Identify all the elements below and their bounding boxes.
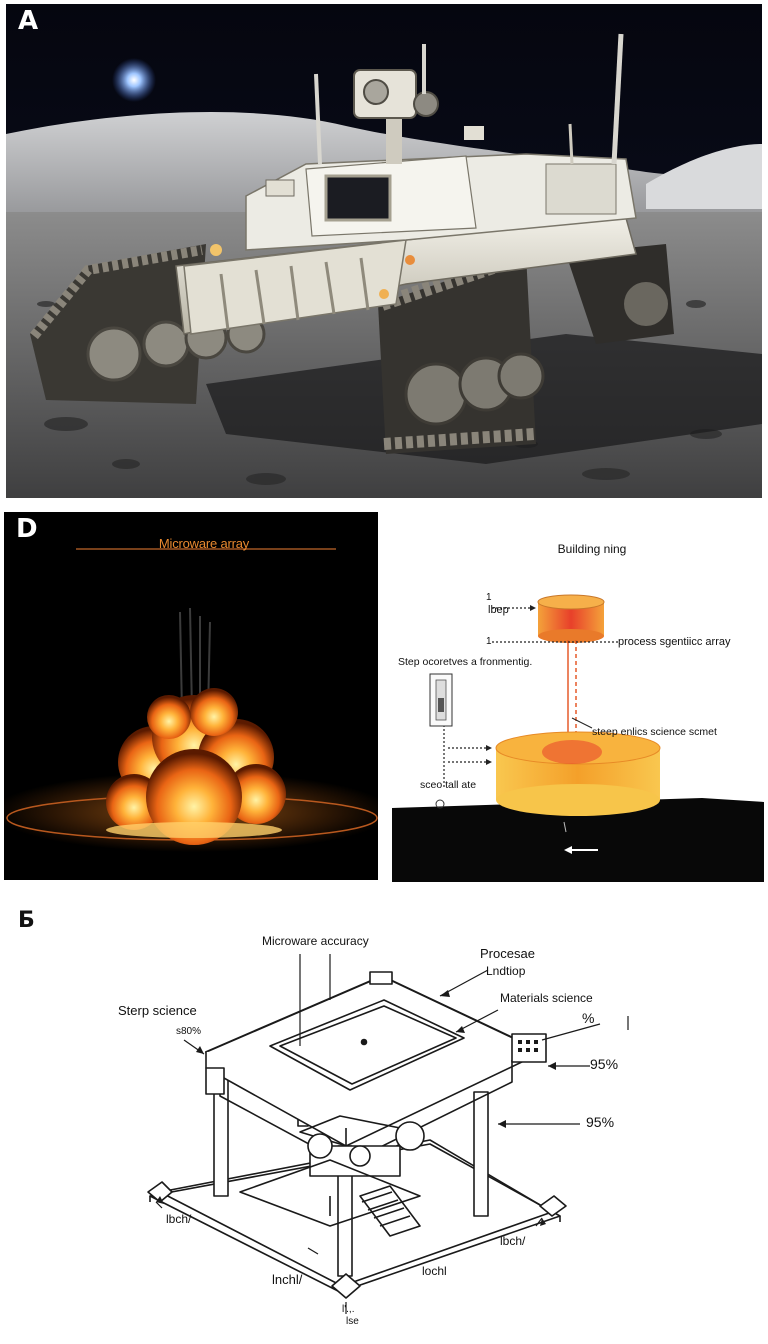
label-step: Step ocoretves a fronmentig.: [398, 656, 533, 668]
label-95-a: 95%: [590, 1056, 619, 1072]
label-pct-small: %: [582, 1010, 595, 1026]
label-foot-line1: l'.,.: [342, 1304, 355, 1315]
panel-d-building-diagram: Building ning: [392, 512, 764, 882]
label-s80: s80%: [176, 1026, 202, 1037]
label-step-science: Sterp science: [118, 1003, 197, 1018]
label-bottom: sceo tall ate: [420, 779, 477, 791]
label-process-array: process sgentiicc array: [618, 636, 731, 648]
panel-d-letter: D: [16, 514, 38, 544]
label-mid-marker: 1: [486, 636, 492, 647]
ground-slab: [392, 798, 764, 882]
label-inch-right: lbch/: [500, 1234, 526, 1248]
diagram-title: Building ning: [557, 542, 627, 556]
label-top: lbep: [488, 604, 509, 616]
fire-cloud: [106, 688, 286, 845]
rover-illustration: [6, 4, 762, 498]
panel-a-rover-photo: A: [6, 4, 762, 498]
label-science: steep enlics science scmet: [592, 726, 717, 738]
sun-flare: [112, 58, 156, 102]
panel-b-letter: Б: [18, 908, 35, 933]
label-95-b: 95%: [586, 1114, 615, 1130]
label-foot-line2: lse: [346, 1316, 359, 1327]
label-inch-bottom: lochl: [422, 1264, 447, 1278]
sensor-dot-icon: [435, 799, 445, 809]
label-process-line2: Lndtiop: [486, 964, 526, 978]
label-process-line1: Procesae: [480, 946, 535, 961]
microwave-array-label: Microware array: [158, 536, 250, 551]
panel-a-letter: A: [18, 6, 39, 36]
label-materials-science: Materials science: [500, 991, 593, 1005]
ring-diagram-svg: [392, 594, 764, 882]
microwave-fire-illustration: [4, 548, 378, 852]
label-microware-accuracy: Microware accuracy: [262, 934, 369, 948]
panel-d-microwave-photo: D Microware array: [4, 512, 378, 880]
label-inch-left: lbch/: [166, 1212, 192, 1226]
label-top-marker: 1: [486, 592, 492, 603]
building-ring-cylinder: [495, 731, 661, 816]
mechanism: [219, 1060, 513, 1237]
panel-b-platform-drawing: Б: [0, 896, 768, 1344]
source-cylinder: [537, 594, 605, 643]
rover-hull: [175, 33, 637, 335]
platform-drawing-svg: [147, 954, 629, 1314]
label-inch-center: lnchl/: [272, 1272, 303, 1287]
